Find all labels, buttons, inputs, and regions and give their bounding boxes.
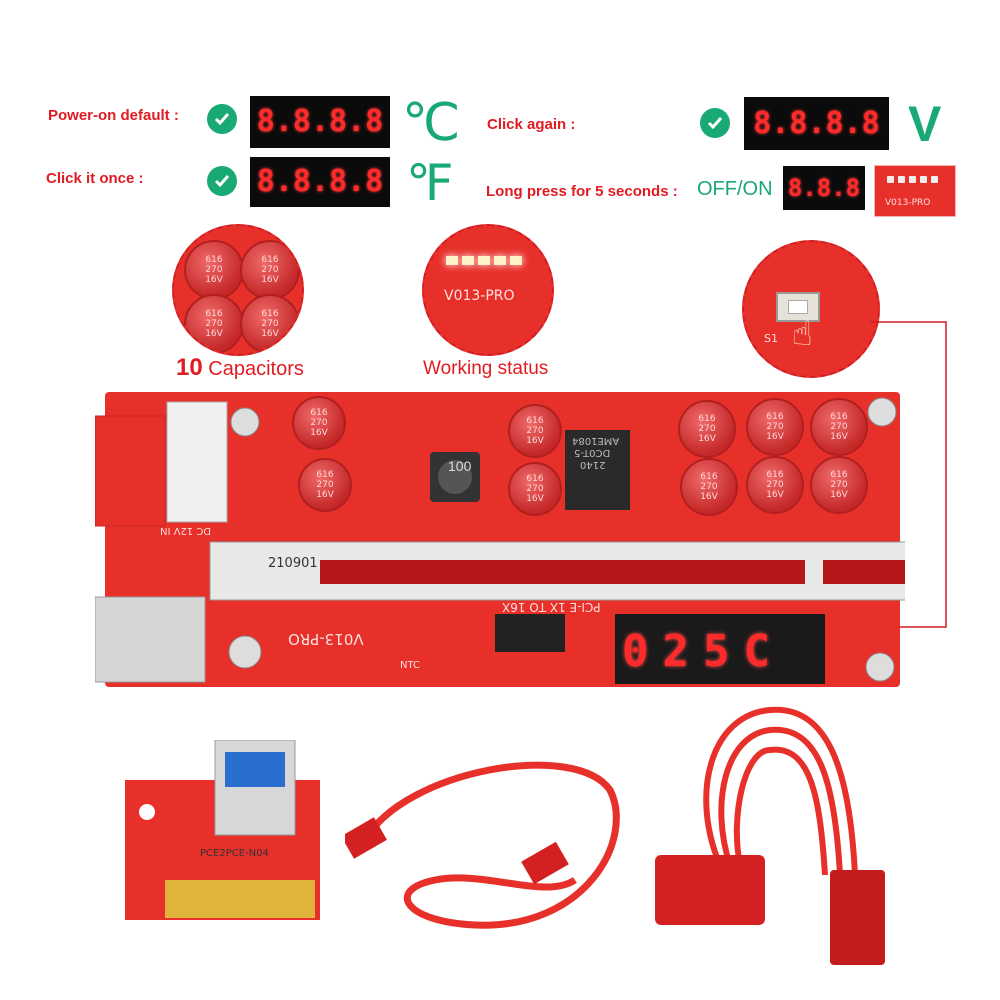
check-icon — [207, 104, 237, 134]
adapter-label: PCE2PCE-N04 — [200, 848, 269, 859]
long-press-label: Long press for 5 seconds : — [486, 183, 678, 200]
click-once-label: Click it once : — [46, 170, 144, 187]
capacitors-count: 10 — [176, 354, 203, 381]
led-icon — [478, 256, 490, 265]
finger-press-icon: ☝ — [792, 315, 813, 353]
usb-cable — [345, 761, 620, 929]
regulator-line1: AME1084 — [572, 435, 620, 446]
board-label: V013-PRO — [885, 198, 931, 208]
led-icon — [931, 176, 938, 183]
off-on-state: OFF/ON — [697, 178, 773, 200]
display-digits: 8.8.8.8 — [256, 164, 384, 199]
regulator-line3: 2140 — [580, 459, 606, 470]
led-off-display: 8.8.8 — [783, 166, 865, 210]
leds-off-board-crop: V013-PRO — [874, 165, 956, 217]
celsius-display: 8.8.8.8 — [250, 96, 390, 148]
inductor-label: 100 — [448, 458, 472, 474]
board-label: V013-PRO — [444, 288, 515, 304]
switch-label: S1 — [764, 332, 778, 345]
led-icon — [887, 176, 894, 183]
board-model: V013-PRO — [288, 630, 364, 648]
led-icon — [898, 176, 905, 183]
power-input-label: DC 12V IN — [160, 525, 212, 536]
date-code: 210901 — [268, 556, 318, 571]
voltage-unit: V — [908, 96, 942, 152]
push-switch — [776, 292, 820, 322]
display-digits: 8.8.8.8 — [753, 105, 880, 141]
regulator-line2: DC0T-5 — [574, 447, 611, 458]
led-icon — [909, 176, 916, 183]
ntc-label: NTC — [400, 660, 420, 671]
display-digits: 8.8.8 — [787, 174, 861, 202]
sata-power-cable — [655, 706, 885, 965]
working-status-caption: Working status — [423, 358, 549, 379]
led-icon — [494, 256, 506, 265]
led-icon — [920, 176, 927, 183]
power-on-label: Power-on default : — [48, 107, 179, 124]
switch-zoom-circle: S1 ☝ — [742, 240, 880, 378]
led-icon — [462, 256, 474, 265]
display-digits: 8.8.8.8 — [256, 104, 384, 139]
led-icon — [510, 256, 522, 265]
slot-label: PCI-E 1X TO 16X — [502, 600, 601, 614]
pcie-x1-adapter — [125, 740, 320, 920]
status-leds — [446, 256, 522, 265]
fahrenheit-display: 8.8.8.8 — [250, 157, 390, 207]
check-icon — [700, 108, 730, 138]
board-led-display: 025C — [622, 626, 784, 677]
led-icon — [446, 256, 458, 265]
capacitors-caption: 10 Capacitors — [176, 354, 304, 382]
celsius-unit: ℃ — [402, 94, 461, 152]
working-status-zoom-circle: V013-PRO — [422, 224, 554, 356]
fahrenheit-unit: ℉ — [406, 155, 454, 211]
check-icon — [207, 166, 237, 196]
voltage-display: 8.8.8.8 — [744, 97, 889, 150]
click-again-label: Click again : — [487, 116, 576, 133]
capacitors-label: Capacitors — [208, 358, 304, 380]
